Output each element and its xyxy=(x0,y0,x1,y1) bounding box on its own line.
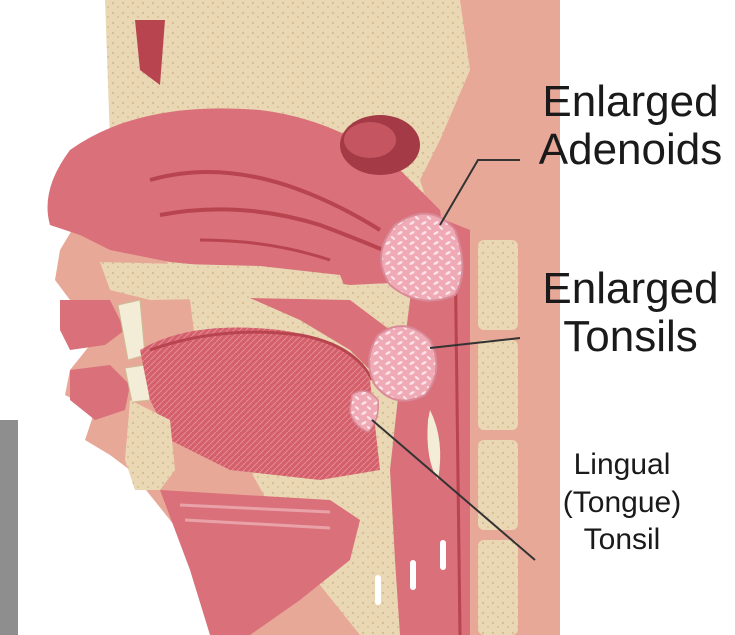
label-line: Tonsil xyxy=(542,521,702,559)
edge-shadow xyxy=(0,420,18,635)
label-line: Enlarged xyxy=(528,78,733,126)
adenoids-gland xyxy=(381,214,462,301)
label-lingual-tonsil: Lingual (Tongue) Tonsil xyxy=(542,446,702,559)
sinus-highlight xyxy=(344,122,396,158)
tonsils-gland xyxy=(369,326,436,401)
vertebra xyxy=(478,340,518,430)
label-line: Tonsils xyxy=(528,313,733,361)
label-enlarged-tonsils: Enlarged Tonsils xyxy=(528,265,733,360)
label-line: (Tongue) xyxy=(542,484,702,522)
cartilage-ring xyxy=(410,560,416,590)
label-line: Enlarged xyxy=(528,265,733,313)
label-enlarged-adenoids: Enlarged Adenoids xyxy=(528,78,733,173)
vertebra xyxy=(478,540,518,635)
vertebra xyxy=(478,240,518,330)
label-line: Adenoids xyxy=(528,126,733,174)
label-line: Lingual xyxy=(542,446,702,484)
cartilage-ring xyxy=(440,540,446,570)
cartilage-ring xyxy=(375,575,381,605)
